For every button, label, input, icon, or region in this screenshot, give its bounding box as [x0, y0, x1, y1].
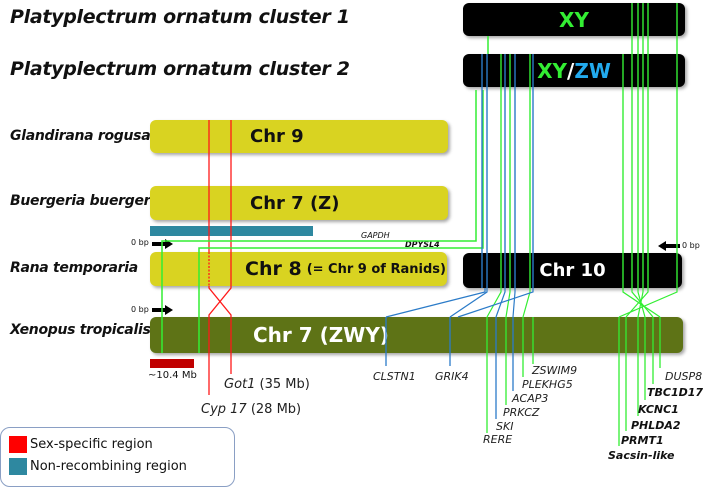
- blue-line-link: [457, 288, 534, 318]
- zero-bp-label-xenopus: 0 bp: [131, 305, 149, 314]
- legend-item-non-recombining: Non-recombining region: [9, 458, 187, 475]
- blue-line-link: [385, 288, 486, 318]
- blue-line-link: [449, 288, 488, 318]
- gene-label: PLEKHG5: [522, 378, 573, 391]
- gene-label-gapdh: GAPDH: [361, 231, 390, 240]
- species-label-buergeria: Buergeria buergeri: [10, 193, 155, 209]
- green-line-link: [637, 288, 644, 318]
- arrow-right-icon: [152, 305, 173, 315]
- chromosome-platyplectrum-2: XY/ZW: [463, 54, 685, 87]
- gene-label: PHLDA2: [631, 419, 681, 432]
- green-line-link: [631, 288, 654, 318]
- gene-label: PRKCZ: [503, 406, 540, 419]
- chromosome-label: Chr 7 (ZWY): [253, 323, 389, 347]
- scale-bar-label: ~10.4 Mb: [148, 370, 197, 381]
- blue-line-link: [495, 288, 506, 318]
- gene-label: SKI: [496, 420, 514, 433]
- sex-gene-label-cyp17: Cyp 17 (28 Mb): [201, 403, 301, 416]
- gene-label-dpysl4: DPYSL4: [405, 240, 440, 249]
- arrow-left-icon: [658, 241, 680, 251]
- chromosome-label-xy: XY: [537, 58, 568, 83]
- gene-label: PRMT1: [621, 434, 664, 447]
- gene-label: GRIK4: [435, 370, 469, 383]
- chromosome-label-zw: ZW: [574, 58, 611, 83]
- sex-gene-position: (28 Mb): [250, 402, 302, 417]
- chromosome-buergeria-chr7: Chr 7 (Z): [150, 186, 448, 220]
- non-recombining-region-bar: [150, 226, 313, 236]
- gene-label: RERE: [483, 433, 513, 446]
- blue-line-link: [512, 288, 516, 318]
- green-line-link: [622, 288, 661, 318]
- legend-swatch: [9, 458, 27, 475]
- species-label-glandirana: Glandirana rogusa: [10, 128, 151, 144]
- gene-label: ZSWIM9: [532, 364, 578, 377]
- zero-bp-label-chr10: 0 bp: [682, 241, 700, 250]
- chromosome-label: Chr 9: [250, 126, 304, 147]
- species-label-rana: Rana temporaria: [10, 260, 138, 276]
- green-line-link: [486, 288, 502, 318]
- legend-swatch: [9, 436, 27, 453]
- legend-item-sex-specific: Sex-specific region: [9, 436, 153, 453]
- chromosome-label-xy: XY: [559, 7, 589, 32]
- green-line-link: [505, 288, 511, 318]
- sex-gene-name: Cyp 17: [201, 402, 247, 417]
- chromosome-xenopus-chr7: Chr 7 (ZWY): [150, 317, 683, 353]
- chromosome-label: Chr 7 (Z): [250, 192, 340, 214]
- gene-label: CLSTN1: [373, 370, 416, 383]
- gene-label: Sacsin-like: [608, 449, 675, 462]
- gene-label: KCNC1: [638, 403, 679, 416]
- chromosome-rana-chr8: Chr 8 (= Chr 9 of Ranids): [150, 252, 447, 286]
- chromosome-label-separator: /: [567, 58, 575, 83]
- chromosome-glandirana-chr9: Chr 9: [150, 120, 448, 153]
- legend-label: Non-recombining region: [30, 459, 187, 474]
- scale-bar: [150, 359, 194, 368]
- gene-label: DUSP8: [665, 370, 703, 383]
- sex-gene-position: (35 Mb): [259, 377, 310, 392]
- species-label-xenopus: Xenopus tropicalis: [10, 322, 151, 338]
- green-line-link: [637, 288, 646, 318]
- sex-gene-label-got1: Got1 (35 Mb): [224, 378, 310, 391]
- chromosome-label-main: Chr 8: [245, 258, 302, 280]
- gene-label: TBC1D17: [647, 386, 704, 399]
- legend: Sex-specific region Non-recombining regi…: [0, 427, 235, 487]
- sex-gene-name: Got1: [224, 377, 256, 392]
- species-label-platyplectrum-1: Platyplectrum ornatum cluster 1: [10, 6, 350, 28]
- zero-bp-label-rana: 0 bp: [131, 238, 149, 247]
- gene-label: ACAP3: [512, 392, 549, 405]
- arrow-right-icon: [152, 239, 173, 249]
- chromosome-rana-chr10: Chr 10: [463, 253, 682, 288]
- species-label-platyplectrum-2: Platyplectrum ornatum cluster 2: [10, 58, 350, 80]
- legend-label: Sex-specific region: [30, 437, 153, 452]
- chromosome-label: Chr 10: [539, 260, 606, 281]
- green-line-link: [618, 288, 678, 318]
- green-line-link: [625, 288, 649, 318]
- green-line-link: [522, 288, 531, 318]
- chromosome-label-sub: (= Chr 9 of Ranids): [306, 261, 446, 277]
- chromosome-platyplectrum-1: XY: [463, 3, 685, 36]
